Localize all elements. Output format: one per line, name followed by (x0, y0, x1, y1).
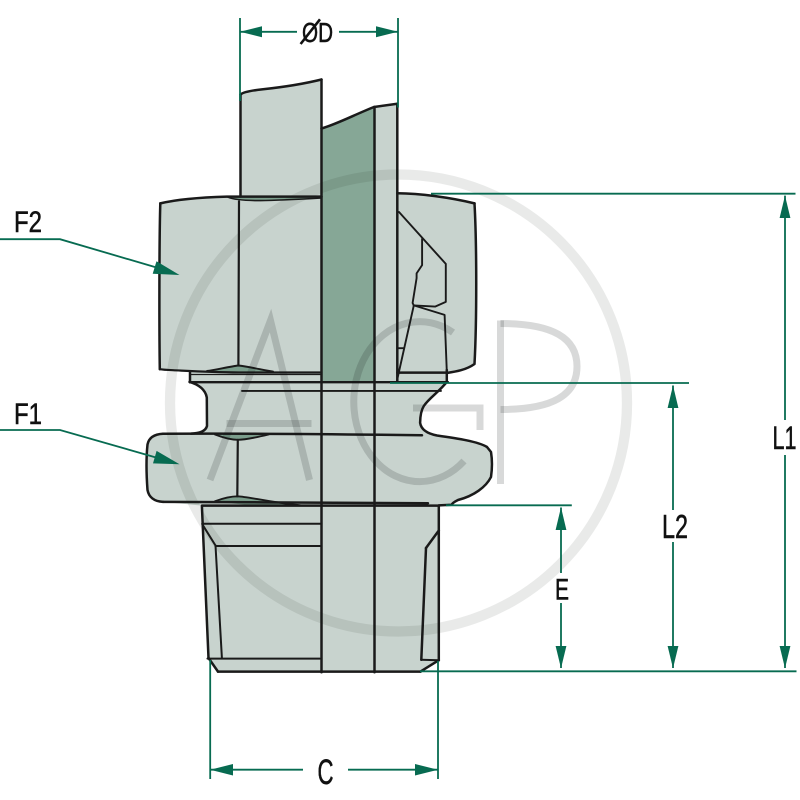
svg-text:L1: L1 (773, 420, 797, 456)
svg-text:F1: F1 (14, 398, 42, 431)
svg-text:L2: L2 (662, 508, 688, 545)
svg-text:F2: F2 (14, 206, 42, 239)
svg-text:C: C (318, 753, 334, 792)
svg-text:E: E (555, 574, 569, 607)
